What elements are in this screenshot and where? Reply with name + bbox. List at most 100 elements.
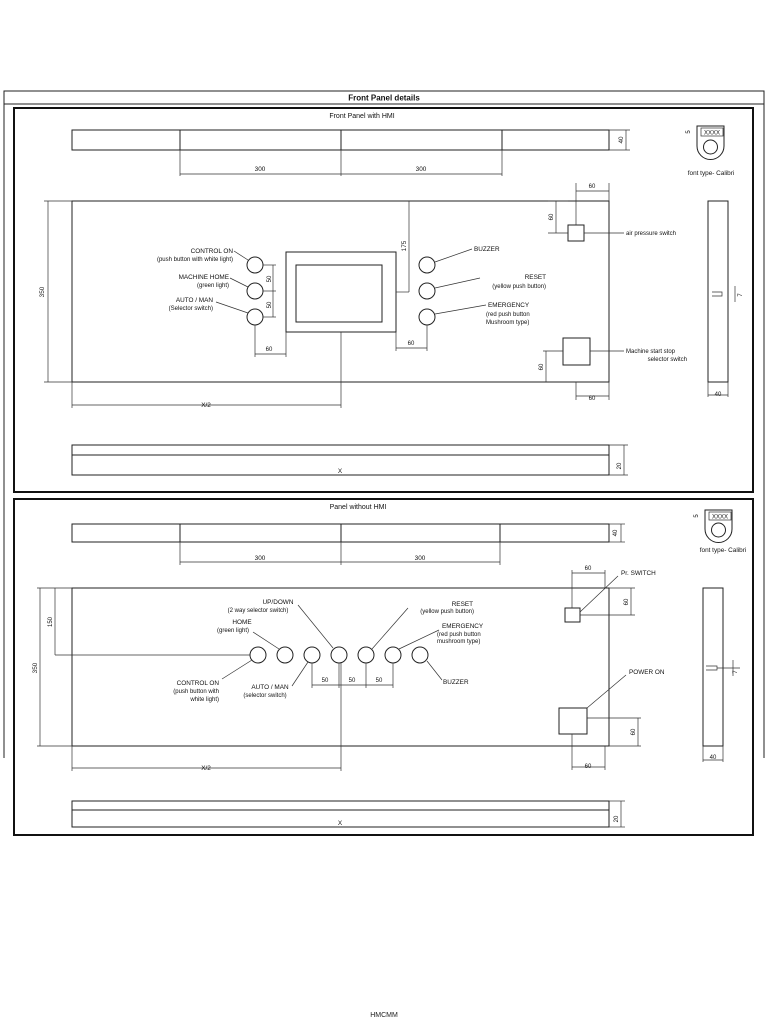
dim-150: 150	[48, 588, 250, 656]
control-on-button	[246, 256, 264, 274]
label-control-on-2: CONTROL ON	[177, 680, 220, 687]
dim-air-w: 60	[589, 184, 596, 190]
label-emergency: EMERGENCY	[488, 302, 530, 309]
dim-side-width: 40	[715, 392, 722, 398]
dim-pr-w: 60	[585, 566, 592, 572]
label-machine-start2: selector switch	[648, 357, 687, 363]
label-control-on-2-sub1: (push button with	[173, 689, 219, 695]
dim-power-w: 60	[585, 764, 592, 770]
dim-start-h: 60	[539, 363, 545, 370]
reset-button-2	[357, 646, 375, 664]
dim-right-gap: 60	[408, 341, 415, 347]
side-view: 7 40	[707, 200, 744, 398]
dim-bottom-height: 20	[617, 462, 623, 469]
panel-height-dim-2: 350	[32, 587, 72, 747]
machine-start-stop-switch: Machine start stop selector switch 60 60	[539, 337, 687, 402]
label-buzzer: BUZZER	[474, 246, 500, 253]
dim-300-left-2: 300	[255, 555, 266, 562]
auto-man-selector	[246, 308, 264, 326]
label-auto-man-sub: (Selector switch)	[169, 306, 213, 312]
label-machine-home-sub: (green light)	[197, 283, 229, 289]
label-emergency-2-sub1: (red push button	[437, 632, 481, 638]
dim-top-height: 40	[618, 136, 625, 144]
dim-pr-h: 60	[624, 598, 630, 605]
pr-switch: Pr. SWITCH 60 60	[564, 566, 656, 623]
label-machine-start1: Machine start stop	[626, 349, 676, 355]
dim-spacing-b-2: 50	[349, 678, 356, 684]
label-reset: RESET	[525, 274, 546, 281]
font-note-2: font type- Calibri	[700, 547, 747, 554]
main-panel-outline	[71, 200, 610, 383]
label-reset-2-sub: (yellow push button)	[420, 609, 474, 615]
panel-height-dim: 350	[39, 200, 72, 383]
air-pressure-switch: air pressure switch 60 60	[548, 183, 676, 242]
hmi-screen	[285, 251, 397, 333]
panel-no-hmi-title: Panel without HMI	[330, 504, 387, 511]
dim-air-h: 60	[549, 213, 555, 220]
button-row: 50 50 50 UP/DOWN (2 way selector switch)…	[173, 599, 484, 703]
label-auto-man-2-sub: (selector switch)	[243, 693, 286, 699]
label-machine-home: MACHINE HOME	[179, 274, 229, 281]
bottom-strip-2: 20 X	[71, 800, 625, 828]
side-view-2: 7 40	[702, 587, 740, 762]
label-up-down: UP/DOWN	[263, 599, 294, 606]
control-on-button-2	[249, 646, 267, 664]
top-strip-2: 300 300 40	[71, 523, 625, 565]
power-on-switch: POWER ON 60 60	[558, 669, 665, 770]
dim-start-w: 60	[589, 396, 596, 402]
svg-text:350: 350	[39, 286, 46, 297]
tag-text: XXXX	[704, 131, 720, 137]
dim-175: 175	[396, 201, 410, 293]
dim-spacing-a-2: 50	[322, 678, 329, 684]
machine-home-light	[246, 282, 264, 300]
bottom-strip: 20 X	[71, 444, 628, 476]
tag-dim-2: 5	[694, 514, 700, 518]
main-panel-outline-2	[71, 587, 610, 747]
label-control-on: CONTROL ON	[191, 248, 234, 255]
dim-300-left: 300	[255, 166, 266, 173]
right-button-group: 60 BUZZER RESET (yellow push button) EME…	[395, 246, 546, 351]
label-auto-man: AUTO / MAN	[176, 297, 214, 304]
dim-full-width-2: X	[338, 820, 343, 827]
dim-power-h: 60	[631, 728, 637, 735]
svg-text:150: 150	[48, 616, 54, 627]
sheet-frame: Front Panel details	[3, 90, 765, 758]
dim-spacing-b: 50	[267, 301, 273, 308]
label-air-pressure: air pressure switch	[626, 231, 676, 237]
label-reset-2: RESET	[452, 601, 473, 608]
dim-left-gap: 60	[266, 347, 273, 353]
up-down-selector	[330, 646, 348, 664]
dim-bottom-height-2: 20	[614, 815, 620, 822]
panel-with-hmi: Front Panel with HMI 300 300 40 XXXX 5	[13, 107, 754, 493]
label-home: HOME	[232, 619, 251, 626]
label-emergency-2: EMERGENCY	[442, 623, 484, 630]
label-reset-sub: (yellow push button)	[492, 284, 546, 290]
label-control-on-sub: (push button with white light)	[157, 257, 233, 263]
half-width-dim-2: X/2	[71, 663, 342, 772]
name-tag: XXXX 5 font type- Calibri	[686, 125, 734, 177]
auto-man-selector-2	[303, 646, 321, 664]
dim-side-notch-2: 7	[733, 670, 739, 674]
tag-text-2: XXXX	[712, 515, 728, 521]
dim-spacing-c-2: 50	[376, 678, 383, 684]
sheet-title: Front Panel details	[348, 94, 420, 103]
dim-side-width-2: 40	[710, 755, 717, 761]
dim-side-notch: 7	[738, 293, 744, 297]
dim-300-right-2: 300	[415, 555, 426, 562]
dim-full-width: X	[338, 468, 343, 475]
half-width-dim: X/2	[71, 332, 342, 409]
label-emergency-2-sub2: mushroom type)	[437, 639, 480, 645]
buzzer-2	[411, 646, 429, 664]
label-pr-switch: Pr. SWITCH	[621, 570, 656, 577]
label-home-sub: (green light)	[217, 628, 249, 634]
name-tag-2: XXXX 5 font type- Calibri	[694, 509, 747, 554]
panel-hmi-title: Front Panel with HMI	[329, 113, 394, 120]
emergency-button-2	[384, 646, 402, 664]
label-auto-man-2: AUTO / MAN	[251, 684, 289, 691]
label-buzzer-2: BUZZER	[443, 679, 469, 686]
buzzer	[418, 256, 436, 274]
emergency-button	[418, 308, 436, 326]
label-emergency-sub1: (red push button	[486, 312, 530, 318]
home-light	[276, 646, 294, 664]
